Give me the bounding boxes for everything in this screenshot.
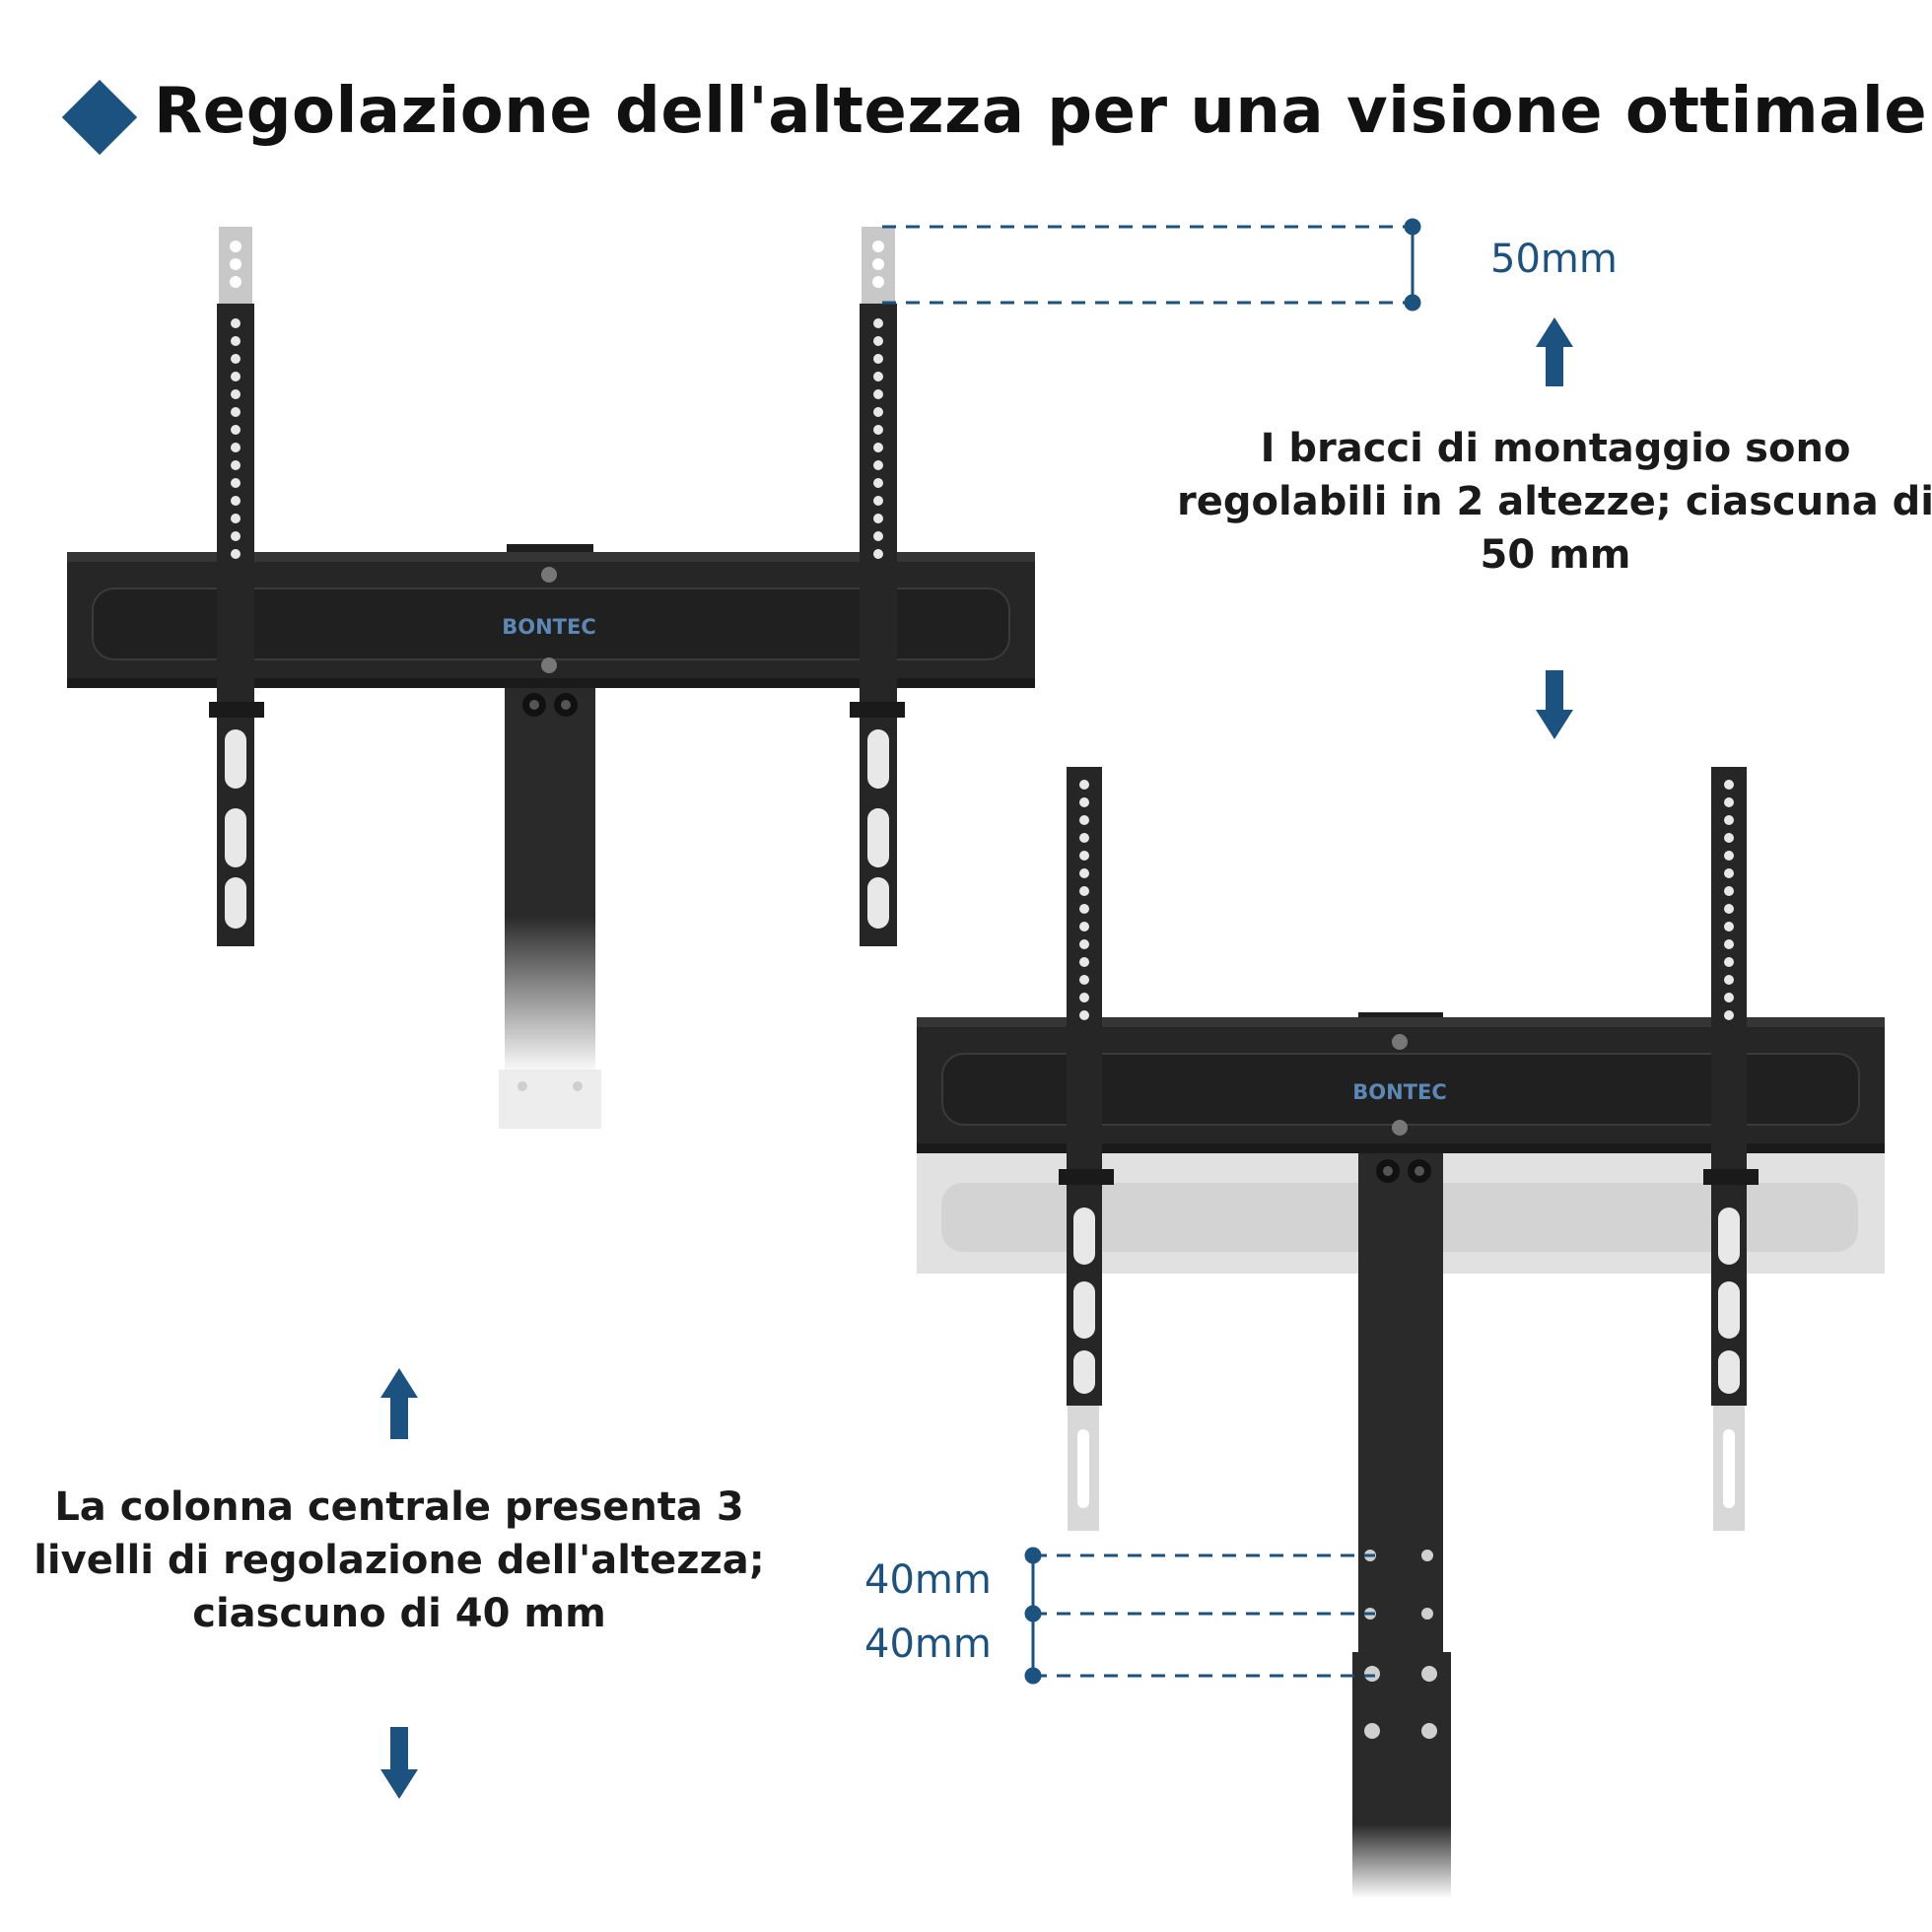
arm-caption-line-3: 50 mm [1480,532,1631,578]
column-adjust-caption: La colonna centrale presenta 3 livelli d… [0,1481,798,1640]
column-arrow-down-icon [380,1727,418,1799]
page-title: Regolazione dell'altezza per una visione… [154,75,1928,148]
right-column-lower [1352,1652,1451,1898]
left-column [505,680,595,1074]
column-dimension-label-1: 40mm [864,1557,992,1603]
column-caption-line-3: ciascuno di 40 mm [192,1591,606,1636]
arm-dimension-label: 50mm [1490,237,1618,282]
arm-dimension-marker [882,218,1421,311]
column-arrow-up-icon [380,1368,418,1439]
arm-arrow-down-icon [1536,670,1573,739]
column-caption-line-2: livelli di regolazione dell'altezza; [34,1538,765,1583]
arm-adjust-caption: I bracci di montaggio sono regolabili in… [1166,422,1932,582]
arm-caption-line-1: I bracci di montaggio sono [1260,426,1851,471]
column-caption-line-1: La colonna centrale presenta 3 [54,1484,744,1530]
column-dimension-label-2: 40mm [864,1622,992,1667]
left-mount: BONTEC [67,227,1035,1129]
right-mount: BONTEC [917,767,1885,1898]
arm-arrow-up-icon [1536,317,1573,386]
right-brand-logo: BONTEC [1352,1080,1447,1104]
right-brand-text: BONTEC [1352,1080,1447,1104]
arm-caption-line-2: regolabili in 2 altezze; ciascuna di [1177,479,1932,524]
left-column-ghost [499,1070,601,1129]
column-dimension-marker [1024,1547,1375,1685]
left-brand-logo: BONTEC [502,615,596,639]
left-brand-text: BONTEC [502,615,596,639]
right-column-upper [1358,1151,1443,1654]
